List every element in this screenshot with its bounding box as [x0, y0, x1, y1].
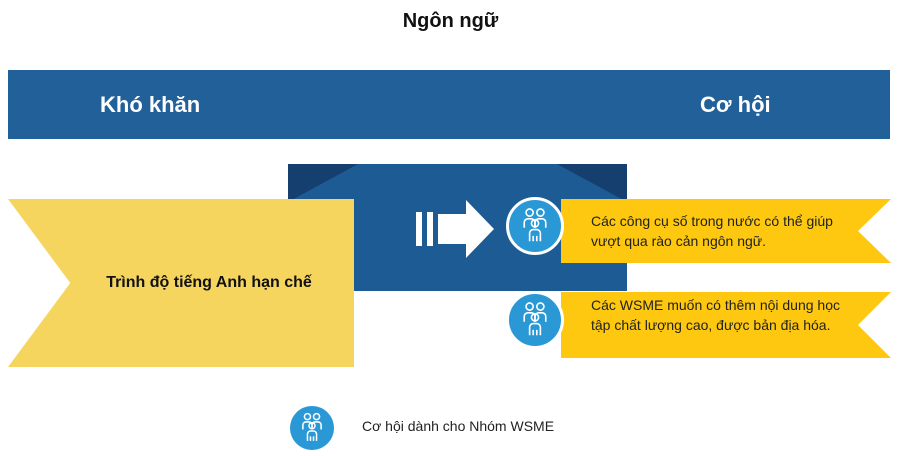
right-arrow-icon — [414, 198, 496, 265]
challenge-label: Trình độ tiếng Anh hạn chế — [106, 274, 312, 291]
header-opportunities-label: Cơ hội — [700, 92, 771, 117]
diagram-title: Ngôn ngữ — [402, 10, 499, 32]
legend-label: Cơ hội dành cho Nhóm WSME — [362, 418, 555, 434]
header-challenges-label: Khó khăn — [100, 92, 201, 117]
opportunity-box-2 — [561, 292, 891, 358]
opportunity-text-2: Các WSME muốn có thêm nội dung học tập c… — [591, 297, 841, 333]
header-band — [8, 70, 890, 139]
connector-fold-right — [557, 164, 627, 202]
legend-people-group-icon — [290, 406, 334, 450]
opportunity-box-1 — [561, 199, 891, 263]
people-group-icon — [506, 197, 564, 255]
opportunity-text-1: Các công cụ số trong nước có thể giúp vư… — [591, 213, 833, 249]
connector-fold-left — [288, 164, 358, 202]
people-group-icon — [506, 291, 564, 349]
